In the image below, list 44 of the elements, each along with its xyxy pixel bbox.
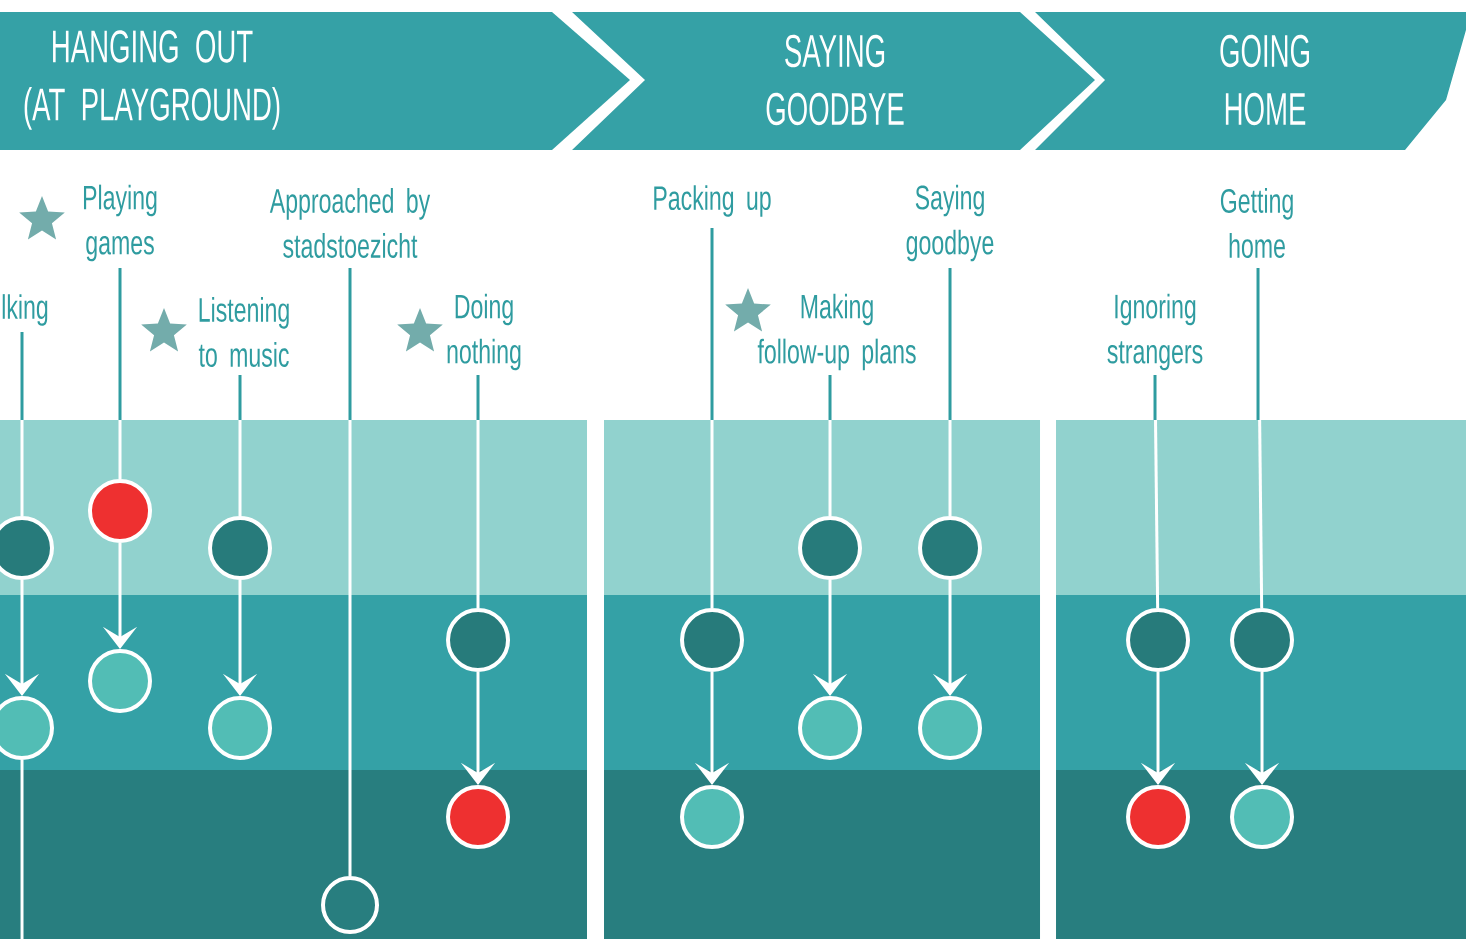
state-circle <box>680 608 744 672</box>
state-circle <box>321 876 379 934</box>
activity-label: Approached by stadstoezicht <box>269 188 431 258</box>
state-circle <box>798 696 862 760</box>
state-circle <box>208 696 272 760</box>
connector-line <box>20 760 24 939</box>
activity-label: Ignoring strangers <box>1107 293 1203 371</box>
leader-line <box>1256 267 1264 608</box>
leader-line <box>20 332 24 516</box>
leader-line <box>238 375 242 516</box>
activity-label: Saying goodbye <box>906 184 994 262</box>
state-circle <box>446 608 510 672</box>
node-label: HANGING OUT (AT PLAYGROUND) <box>24 30 280 130</box>
state-circle <box>1230 608 1294 672</box>
node-label: SAYING GOODBYE <box>766 34 904 126</box>
state-circle <box>1230 785 1294 849</box>
state-circle <box>798 516 862 580</box>
activity-label: Listening to music <box>198 297 289 367</box>
activity-label: lking <box>2 294 48 326</box>
node-label: GOING HOME <box>1220 34 1309 126</box>
stage-banner: SAYING GOODBYE <box>572 12 1095 150</box>
state-circle <box>88 649 152 713</box>
state-circle <box>88 479 152 543</box>
state-circle <box>1126 785 1190 849</box>
state-circle <box>446 785 510 849</box>
leader-line <box>476 375 480 608</box>
state-circle <box>918 696 982 760</box>
state-circle <box>680 785 744 849</box>
activity-label: Doing nothing <box>447 293 521 371</box>
leader-line <box>118 268 122 479</box>
activity-label: Making follow-up plans <box>757 293 916 371</box>
activity-label: Packing up <box>654 185 771 217</box>
activity-label: Getting home <box>1220 188 1293 258</box>
leader-line <box>1153 374 1160 609</box>
state-circle <box>918 516 982 580</box>
stage-banner: HANGING OUT (AT PLAYGROUND) <box>0 12 630 150</box>
leader-line <box>828 375 832 516</box>
state-circle <box>1126 608 1190 672</box>
leader-line <box>948 268 952 516</box>
activity-label: Playing games <box>84 184 157 262</box>
state-circle <box>208 516 272 580</box>
stage-banner: GOING HOME <box>1035 12 1466 150</box>
leader-line <box>348 268 352 876</box>
leader-line <box>710 228 714 608</box>
